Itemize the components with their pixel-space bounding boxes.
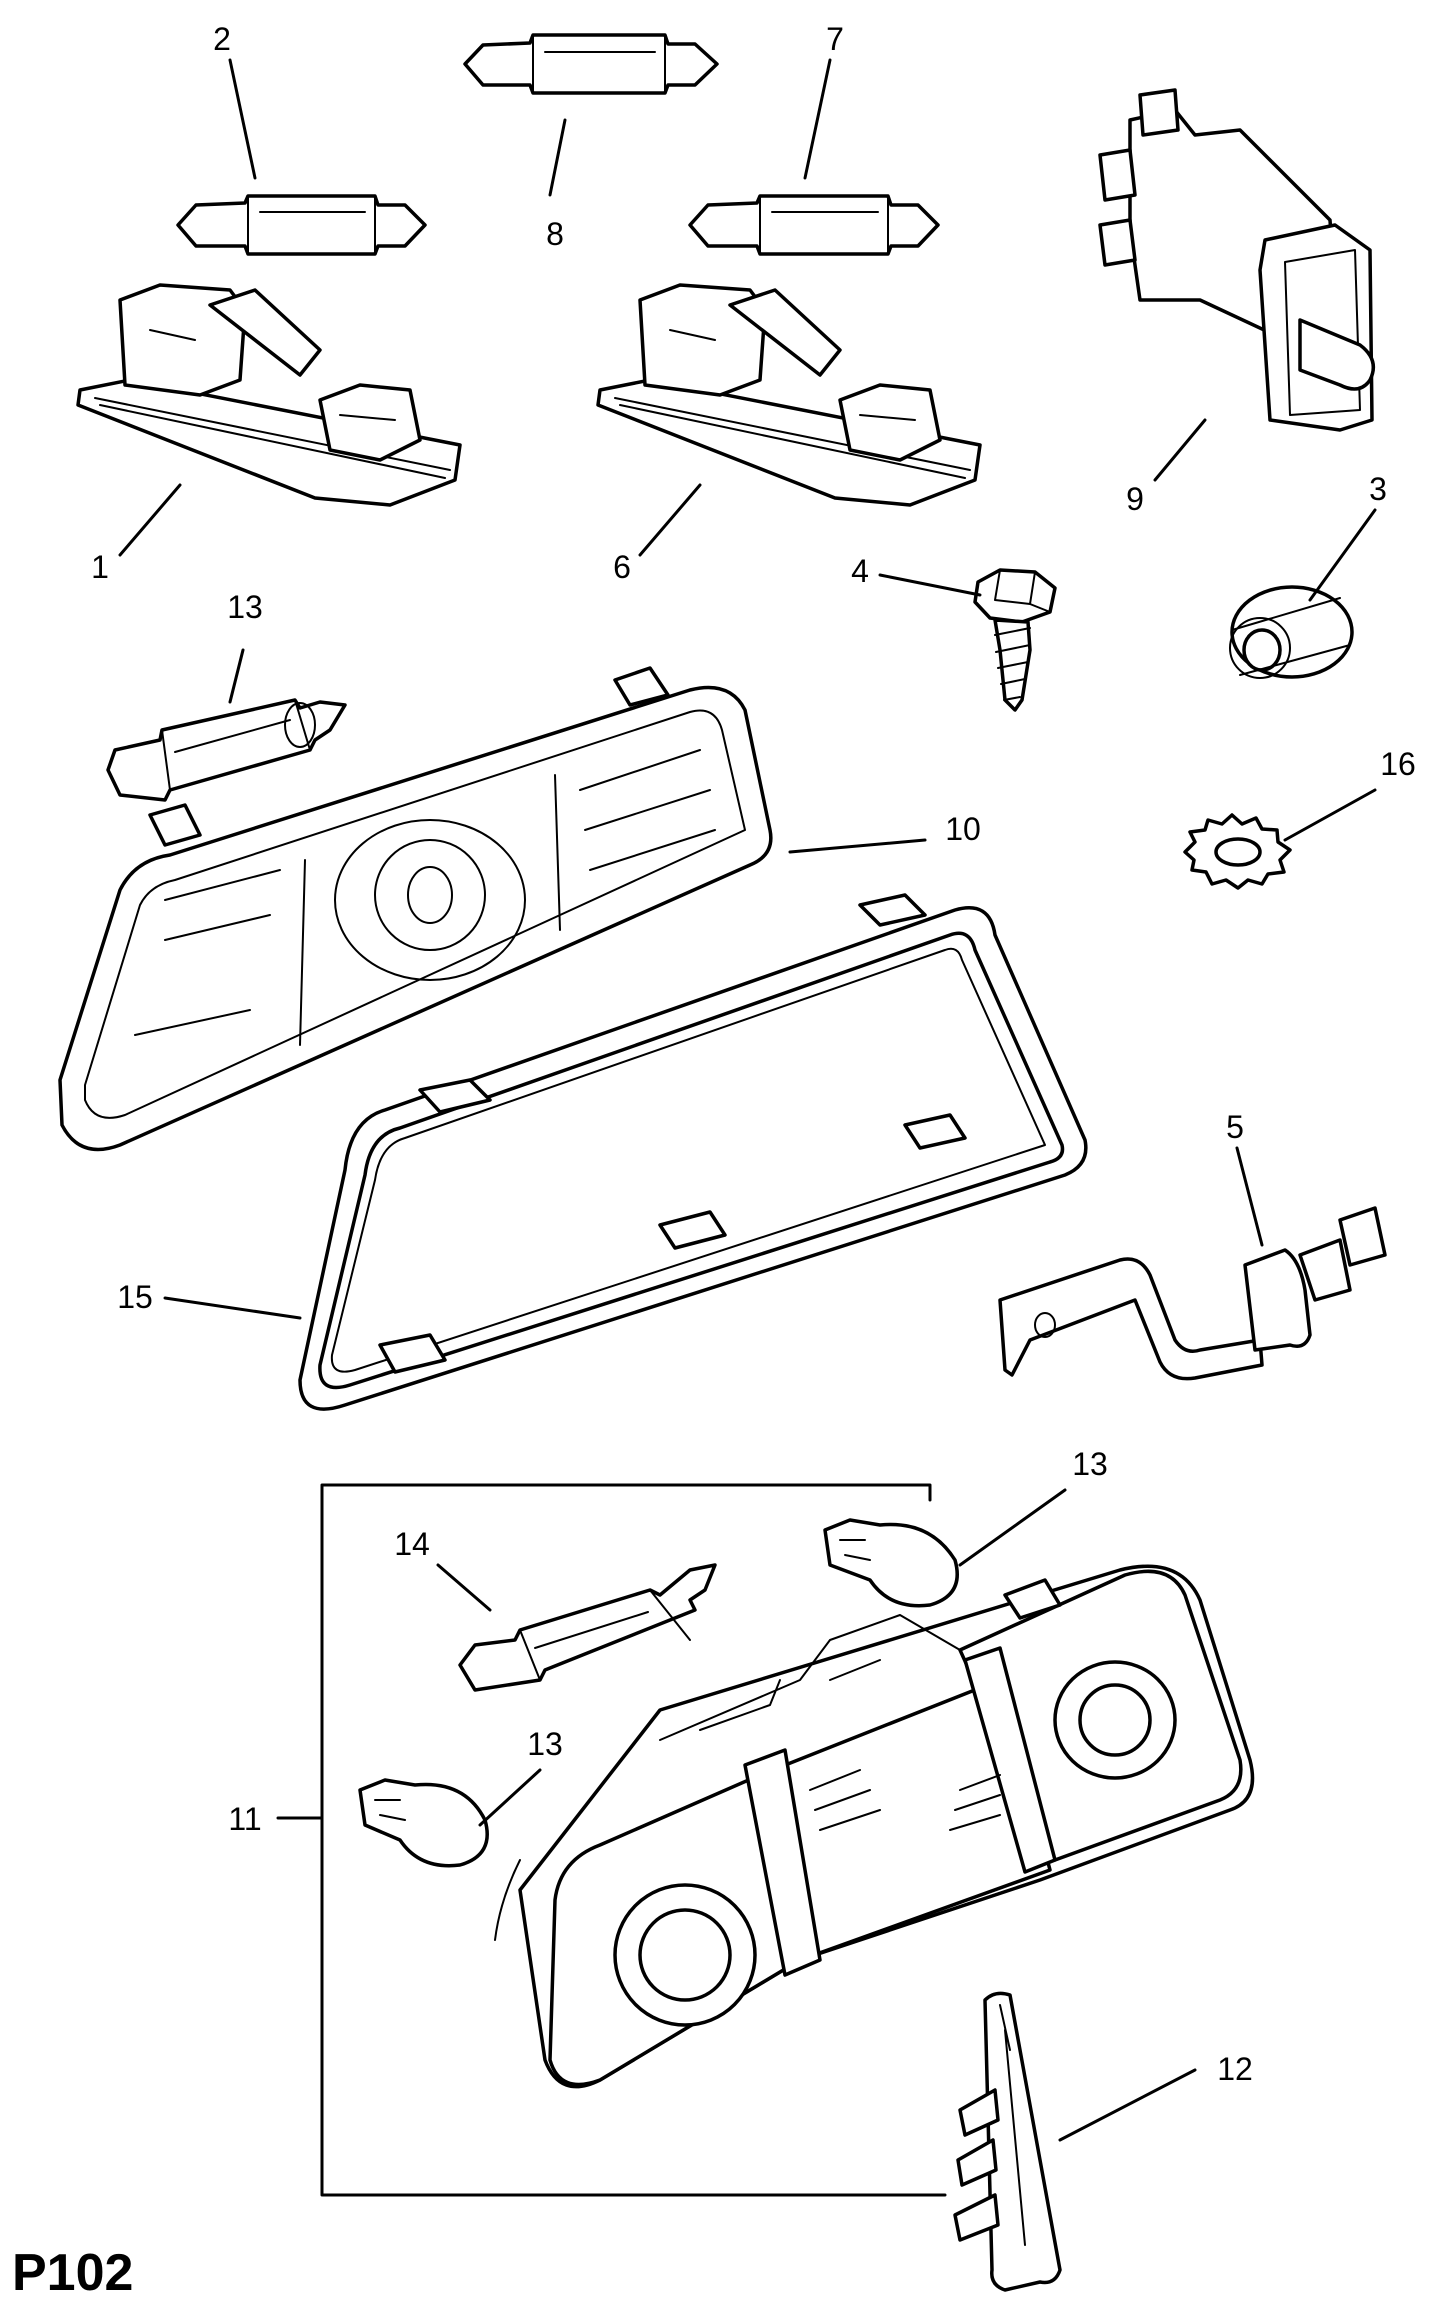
earth-bracket-5: [998, 1206, 1387, 1381]
lamp-holder-1: [76, 283, 462, 507]
callout-16: 16: [1380, 746, 1416, 782]
callout-13-top: 13: [227, 589, 263, 625]
leader-lines: [118, 58, 1377, 2142]
screw-4: [973, 568, 1057, 712]
light-lens-10: [58, 666, 773, 1152]
callout-12: 12: [1217, 2051, 1253, 2087]
callout-labels: 1 2 3 4 5 6 7 8 9 10 11 12 13 13 13 14 1…: [91, 21, 1416, 2087]
festoon-bulb-7: [688, 194, 940, 256]
callout-13-right: 13: [1072, 1446, 1108, 1482]
page-id: P102: [12, 2244, 133, 2302]
lamp-holder-6: [596, 283, 982, 507]
callout-9: 9: [1126, 481, 1144, 517]
callout-2: 2: [213, 21, 231, 57]
callout-6: 6: [613, 549, 631, 585]
callout-3: 3: [1369, 471, 1387, 507]
callout-4: 4: [851, 553, 869, 589]
callout-15: 15: [117, 1279, 153, 1315]
callout-14: 14: [394, 1526, 430, 1562]
festoon-bulb-8: [463, 33, 719, 95]
callout-13-left: 13: [527, 1726, 563, 1762]
grommet-3: [1229, 585, 1354, 679]
courtesy-light-assembly-11: [494, 1564, 1255, 2089]
callout-5: 5: [1226, 1109, 1244, 1145]
wedge-bulb-13-right: [823, 1518, 959, 1608]
clip-12: [953, 1991, 1062, 2292]
star-washer-16: [1183, 813, 1292, 890]
callout-7: 7: [826, 21, 844, 57]
callout-10: 10: [945, 811, 981, 847]
callout-1: 1: [91, 549, 109, 585]
wedge-bulb-13-left: [358, 1778, 489, 1868]
door-switch-9: [1098, 88, 1376, 432]
assembly-11-frame: [320, 1483, 947, 2197]
festoon-bulb-13-top: [106, 698, 347, 802]
festoon-bulb-14: [458, 1563, 717, 1692]
callout-8: 8: [546, 216, 564, 252]
lens-seal-15: [298, 893, 1088, 1411]
callout-11: 11: [228, 1801, 261, 1837]
festoon-bulb-2: [176, 194, 427, 256]
